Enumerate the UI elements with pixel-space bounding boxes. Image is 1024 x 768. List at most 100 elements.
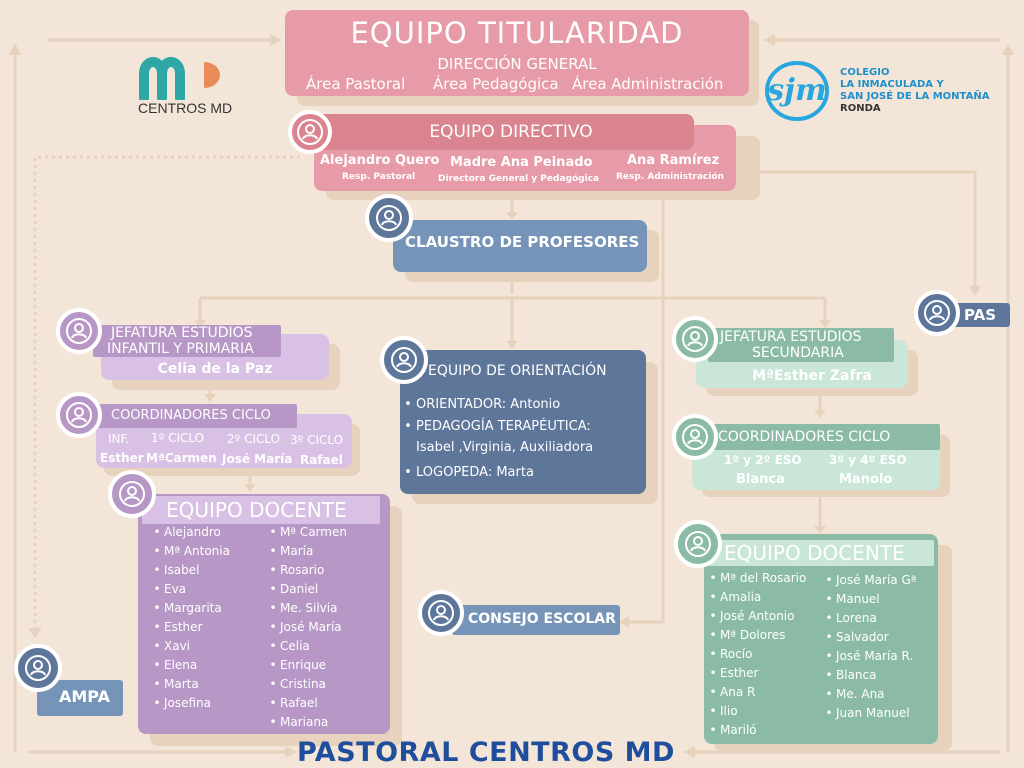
area-pedagogica: Área Pedagógica [433, 75, 559, 93]
titularidad-title: EQUIPO TITULARIDAD [350, 16, 684, 50]
list-item: Daniel [266, 580, 347, 599]
list-item: María [266, 542, 347, 561]
ampa-title: AMPA [59, 687, 110, 706]
coord-primaria-cycle-label: 1º CICLO [151, 431, 205, 445]
pas-person-icon [914, 290, 960, 336]
jefatura-secundaria-person-icon [672, 316, 718, 362]
list-item: Juan Manuel [822, 704, 916, 723]
list-item: José María R. [822, 647, 916, 666]
list-item: Me. Ana [822, 685, 916, 704]
list-item: Xavi [150, 637, 230, 656]
pas-title: PAS [964, 306, 997, 324]
orientacion-item-logopeda: •LOGOPEDA: Marta [404, 465, 534, 480]
colegio-line3: SAN JOSÉ DE LA MONTAÑA [840, 91, 990, 102]
list-item: Esther [706, 664, 806, 683]
list-item: José María Gª [822, 571, 916, 590]
jefatura-secundaria-line1: JEFATURA ESTUDIOS [720, 329, 862, 345]
list-item: Amalia [706, 588, 806, 607]
coord-primaria-cycle-name: José María [222, 452, 293, 466]
directivo-member-name: Madre Ana Peinado [450, 155, 593, 170]
list-item: Esther [150, 618, 230, 637]
docente-secundaria-title-bar: EQUIPO DOCENTE [708, 540, 934, 566]
list-item: Alejandro [150, 523, 230, 542]
orientacion-title: EQUIPO DE ORIENTACIÓN [428, 363, 607, 379]
list-item: Rafael [266, 694, 347, 713]
docente-primaria-person-icon [108, 470, 156, 518]
list-item: Mª Dolores [706, 626, 806, 645]
docente-secundaria-person-icon [674, 520, 722, 568]
orientacion-item-pt: •PEDAGOGÍA TERAPÉUTICA: [404, 419, 591, 434]
list-item: Cristina [266, 675, 347, 694]
list-item: Mª Antonia [150, 542, 230, 561]
directivo-member-name: Ana Ramírez [627, 153, 720, 168]
docente-primaria-col2: Mª Carmen María Rosario Daniel Me. Silvi… [266, 523, 347, 732]
consejo-box: CONSEJO ESCOLAR [452, 605, 620, 635]
jefatura-primaria-name: Celia de la Paz [157, 361, 273, 377]
coord-primaria-cycle-name: Esther [100, 451, 144, 465]
coord-primaria-cycle-name: MªCarmen [146, 451, 217, 465]
orientacion-item-orientador: •ORIENTADOR: Antonio [404, 397, 561, 412]
jefatura-primaria-line2: INFANTIL Y PRIMARIA [107, 341, 254, 357]
jefatura-secundaria-name: MªEsther Zafra [752, 368, 872, 384]
centros-md-logo: CENTROS MD [136, 52, 232, 122]
docente-secundaria-col1: Mª del Rosario Amalia José Antonio Mª Do… [706, 569, 806, 740]
list-item: Marta [150, 675, 230, 694]
jefatura-secundaria-title-bar: JEFATURA ESTUDIOS SECUNDARIA [708, 328, 894, 362]
coord-primaria-cycle-name: Rafael [300, 453, 343, 467]
list-item: Rosario [266, 561, 347, 580]
list-item: José María [266, 618, 347, 637]
directivo-person-icon [288, 110, 332, 154]
coord-secundaria-cycle-name: Blanca [736, 472, 785, 487]
docente-secundaria-col2: José María Gª Manuel Lorena Salvador Jos… [822, 571, 916, 723]
list-item: Enrique [266, 656, 347, 675]
directivo-member-role: Resp. Pastoral [342, 172, 416, 182]
colegio-line2: LA INMACULADA Y [840, 79, 944, 90]
directivo-title-bar: EQUIPO DIRECTIVO [296, 114, 694, 150]
jefatura-primaria-title-bar: JEFATURA ESTUDIOS INFANTIL Y PRIMARIA [93, 325, 281, 357]
coord-secundaria-cycle-label: 3º y 4º ESO [829, 453, 907, 467]
consejo-person-icon [418, 590, 464, 636]
centros-md-logo-text: CENTROS MD [138, 100, 233, 116]
pas-box: PAS [950, 303, 1010, 327]
claustro-box: CLAUSTRO DE PROFESORES [393, 220, 647, 272]
directivo-title: EQUIPO DIRECTIVO [429, 122, 593, 142]
list-item: Mª del Rosario [706, 569, 806, 588]
docente-secundaria-title: EQUIPO DOCENTE [724, 541, 905, 565]
coord-secundaria-person-icon [672, 414, 718, 460]
jefatura-secundaria-line2: SECUNDARIA [752, 345, 844, 361]
list-item: Lorena [822, 609, 916, 628]
directivo-member-name: Alejandro Quero [320, 153, 440, 168]
titularidad-box: EQUIPO TITULARIDAD DIRECCIÓN GENERAL Áre… [285, 10, 749, 96]
coord-primaria-person-icon [56, 392, 102, 438]
list-item: Mariana [266, 713, 347, 732]
claustro-title: CLAUSTRO DE PROFESORES [405, 233, 640, 251]
claustro-person-icon [365, 194, 413, 242]
titularidad-subtitle: DIRECCIÓN GENERAL [437, 55, 597, 73]
jefatura-primaria-line1: JEFATURA ESTUDIOS [111, 325, 253, 341]
coord-primaria-cycle-label: 2º CICLO [227, 432, 281, 446]
list-item: Rocío [706, 645, 806, 664]
colegio-line1: COLEGIO [840, 67, 890, 78]
list-item: Manuel [822, 590, 916, 609]
coord-primaria-title: COORDINADORES CICLO [111, 408, 271, 423]
list-item: Margarita [150, 599, 230, 618]
area-administracion: Área Administración [572, 75, 724, 93]
docente-primaria-title-bar: EQUIPO DOCENTE [142, 496, 380, 524]
coord-primaria-cycle-label: 3º CICLO [290, 433, 344, 447]
list-item: Mariló [706, 721, 806, 740]
directivo-member-role: Directora General y Pedagógica [438, 174, 600, 184]
docente-primaria-col1: Alejandro Mª Antonia Isabel Eva Margarit… [150, 523, 230, 713]
list-item: Elena [150, 656, 230, 675]
orientacion-person-icon [380, 336, 428, 384]
coord-primaria-cycle-label: INF. [108, 432, 130, 446]
colegio-logo: sjm COLEGIO LA INMACULADA Y SAN JOSÉ DE … [764, 60, 1014, 121]
list-item: Blanca [822, 666, 916, 685]
list-item: Mª Carmen [266, 523, 347, 542]
orientacion-item-pt-names: Isabel ,Virginia, Auxiliadora [416, 440, 594, 455]
colegio-logo-mark: sjm [765, 61, 829, 121]
ampa-person-icon [14, 644, 62, 692]
docente-secundaria-box: Mª del Rosario Amalia José Antonio Mª Do… [704, 534, 938, 744]
list-item: Josefina [150, 694, 230, 713]
list-item: Isabel [150, 561, 230, 580]
